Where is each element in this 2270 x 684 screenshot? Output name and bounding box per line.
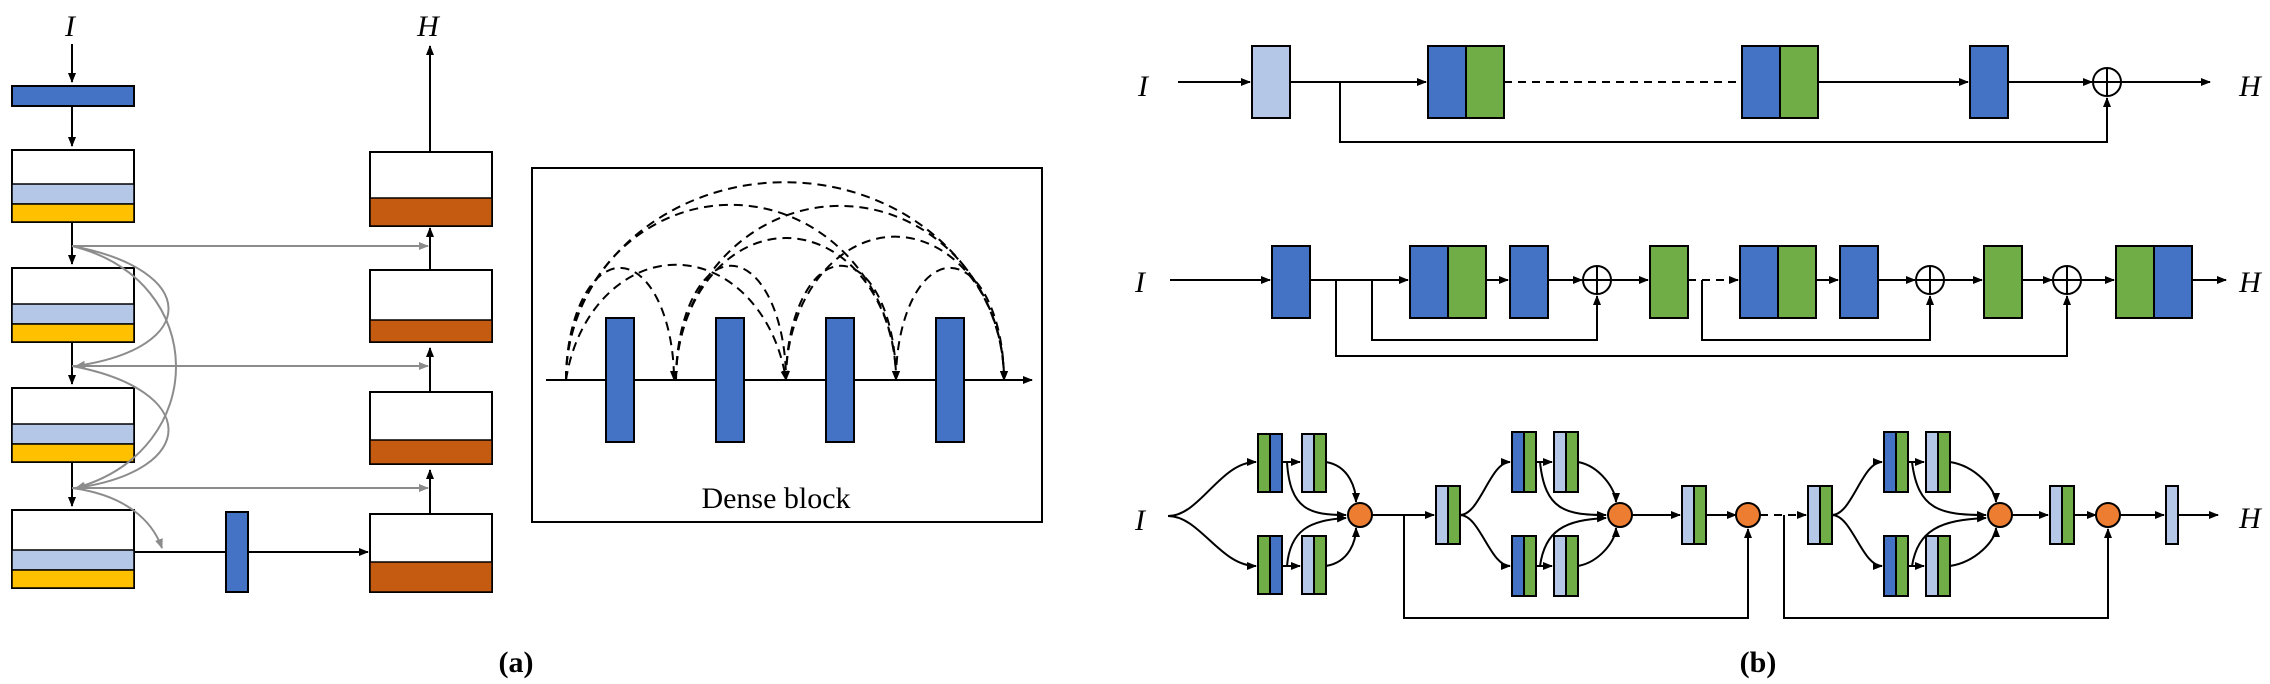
encoder-block-2 xyxy=(11,267,135,343)
b-row-1: I H xyxy=(1137,45,2263,143)
b-row2-input-label: I xyxy=(1134,266,1147,299)
caption-a: (a) xyxy=(499,646,534,679)
decoder-blocks xyxy=(369,151,493,593)
dense-layer-1 xyxy=(605,317,635,443)
decoder-block-2 xyxy=(369,391,493,465)
b-row3-module-2 xyxy=(1511,431,1633,597)
encoder-block-3 xyxy=(11,387,135,463)
b-row1-output-label: H xyxy=(2238,70,2263,103)
b-row3-output-label: H xyxy=(2238,502,2263,535)
bottleneck-conv xyxy=(225,511,249,593)
dense-layer-4 xyxy=(935,317,965,443)
panel-a: I xyxy=(11,10,1043,679)
input-conv-bar xyxy=(11,85,135,107)
b-row-3: I xyxy=(1134,431,2263,619)
dense-block-label: Dense block xyxy=(701,482,850,515)
b-row3-module-1 xyxy=(1257,433,1373,595)
encoder-block-1 xyxy=(11,149,135,223)
dense-block-inset: Dense block xyxy=(531,167,1043,523)
b-row3-input-label: I xyxy=(1134,504,1147,537)
a-input-label: I xyxy=(64,10,77,43)
dense-layer-2 xyxy=(715,317,745,443)
b-row-2: I xyxy=(1134,245,2263,357)
decoder-block-1 xyxy=(369,513,493,593)
panel-b: I H I xyxy=(1134,45,2263,679)
encoder-block-4 xyxy=(11,509,135,589)
b-row3-module-3 xyxy=(1883,431,2013,597)
decoder-block-4 xyxy=(369,151,493,227)
gray-skip-connections xyxy=(71,242,429,549)
caption-b: (b) xyxy=(1740,646,1777,679)
a-output-label: H xyxy=(416,10,441,43)
encoder-blocks xyxy=(11,149,135,589)
dense-connections xyxy=(565,181,1008,381)
dense-layer-3 xyxy=(825,317,855,443)
b-row1-input-label: I xyxy=(1137,70,1150,103)
b-row2-output-label: H xyxy=(2238,266,2263,299)
decoder-block-3 xyxy=(369,269,493,343)
